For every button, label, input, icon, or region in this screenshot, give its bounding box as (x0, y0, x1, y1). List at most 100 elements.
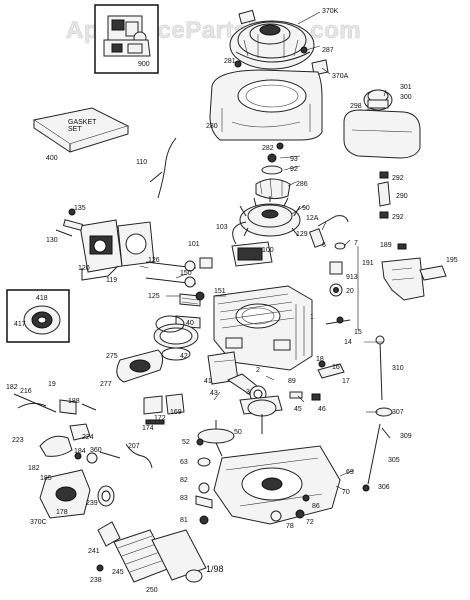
starter-decal (311, 59, 329, 76)
callout-19: 19 (48, 381, 56, 388)
callout-83: 83 (180, 495, 188, 502)
callout-900: 900 (138, 61, 150, 68)
callout-182b: 182 (28, 465, 40, 472)
callout-370K: 370K (322, 8, 339, 15)
flywheel (239, 196, 301, 237)
callout-151: 151 (214, 288, 226, 295)
callout-72: 72 (306, 519, 314, 526)
callout-286: 286 (296, 181, 308, 188)
callout-292a: 292 (392, 175, 404, 182)
callout-135: 135 (74, 205, 86, 212)
fuel-cap-assembly (39, 469, 115, 519)
callout-310: 310 (392, 365, 404, 372)
callout-174: 174 (142, 425, 154, 432)
callout-239: 239 (86, 500, 98, 507)
callout-189: 189 (380, 242, 392, 249)
callout-16: 16 (332, 364, 340, 371)
callout-2: 2 (256, 367, 260, 374)
callout-188: 188 (68, 398, 80, 405)
muffler-guard (377, 171, 391, 219)
callout-63: 63 (180, 459, 188, 466)
callout-184: 184 (74, 448, 86, 455)
ignition-coil (199, 221, 273, 269)
callout-70: 70 (342, 489, 350, 496)
engine-sump (213, 445, 341, 525)
callout-18: 18 (316, 356, 324, 363)
callout-119: 119 (106, 277, 117, 284)
governor-parts (317, 316, 351, 379)
callout-282: 282 (262, 145, 274, 152)
callout-120: 120 (78, 265, 90, 272)
piston-and-rod (207, 351, 267, 403)
callout-307: 307 (392, 409, 404, 416)
callout-281: 281 (224, 58, 236, 65)
callout-280: 280 (206, 123, 218, 130)
callout-69: 69 (346, 469, 354, 476)
callout-125: 125 (148, 293, 160, 300)
callout-300: 300 (400, 94, 412, 101)
rewind-starter (229, 9, 315, 70)
callout-52: 52 (182, 439, 190, 446)
callout-150: 150 (180, 270, 192, 277)
callout-12A: 12A (306, 215, 319, 222)
callout-6: 6 (322, 242, 326, 249)
callout-185: 185 (40, 475, 52, 482)
callout-46: 46 (318, 406, 326, 413)
leader-lines (139, 11, 387, 491)
air-filter-inset (6, 289, 70, 343)
cylinder-block (213, 285, 313, 371)
callout-223: 223 (12, 437, 24, 444)
callout-216: 216 (20, 388, 32, 395)
callout-92: 92 (290, 166, 298, 173)
callout-89: 89 (288, 378, 296, 385)
callout-81: 81 (180, 517, 188, 524)
air-cleaner-assembly (343, 89, 421, 159)
callout-370C: 370C (30, 519, 47, 526)
callout-40: 40 (186, 320, 194, 327)
callout-178: 178 (56, 509, 68, 516)
governor-link (157, 137, 177, 199)
callout-169: 169 (170, 409, 182, 416)
callout-277: 277 (100, 381, 112, 388)
callout-301: 301 (400, 84, 412, 91)
callout-207: 207 (128, 443, 140, 450)
flywheel-key-nut (255, 153, 291, 200)
callout-191: 191 (362, 260, 374, 267)
callout-110: 110 (136, 159, 147, 166)
callout-238: 238 (90, 577, 102, 584)
callout-129: 129 (296, 231, 308, 238)
callout-101: 101 (188, 241, 200, 248)
callout-195: 195 (446, 257, 458, 264)
callout-245: 245 (112, 569, 124, 576)
callout-309: 309 (400, 433, 412, 440)
dipstick-assembly (362, 335, 393, 492)
breather (329, 261, 343, 297)
callout-130: 130 (46, 237, 58, 244)
blower-housing (209, 69, 323, 141)
air-cleaner-cartridge (96, 521, 207, 583)
revision-date: 1/98 (206, 564, 224, 574)
callout-100: 100 (262, 247, 274, 254)
oil-seal (334, 242, 346, 250)
callout-182: 182 (6, 384, 18, 391)
callout-275: 275 (106, 353, 118, 360)
callout-labels: 370K 287 900 281 370A 301 300 298 280 40… (6, 8, 458, 594)
callout-86: 86 (312, 503, 320, 510)
callout-78: 78 (286, 523, 294, 530)
callout-7: 7 (354, 240, 358, 247)
ground-wire (317, 215, 349, 227)
callout-45: 45 (294, 406, 302, 413)
callout-306: 306 (378, 484, 390, 491)
callout-418: 418 (36, 295, 48, 302)
callout-172: 172 (154, 415, 166, 422)
callout-93: 93 (290, 156, 298, 163)
callout-292b: 292 (392, 214, 404, 221)
callout-287: 287 (322, 47, 334, 54)
callout-290: 290 (396, 193, 408, 200)
callout-43: 43 (210, 390, 218, 397)
tappets (289, 391, 321, 401)
fuel-system-parts (39, 423, 153, 469)
muffler (116, 349, 164, 383)
